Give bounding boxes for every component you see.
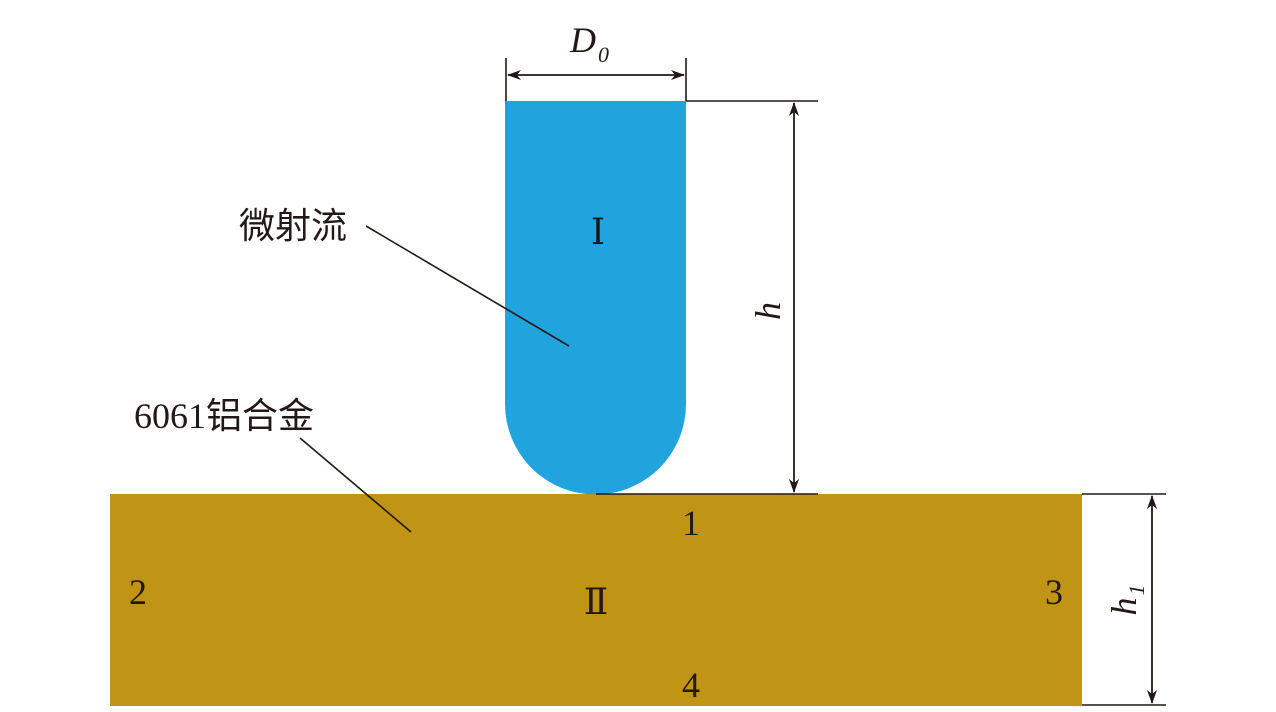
alloy-name-label: 6061铝合金: [134, 396, 314, 436]
region-alloy-label: Ⅱ: [584, 582, 608, 622]
boundary-bottom-label: 4: [682, 665, 700, 705]
boundary-left-label: 2: [129, 572, 147, 612]
thickness-label: h1: [1104, 585, 1149, 616]
boundary-right-label: 3: [1045, 572, 1063, 612]
diameter-label: D0: [569, 20, 609, 67]
jet-name-label: 微射流: [239, 206, 347, 246]
height-label: h: [748, 302, 788, 320]
diameter-dimension: D0: [505, 20, 687, 101]
region-jet-label: Ⅰ: [591, 212, 605, 252]
thickness-dimension: h1: [1082, 493, 1166, 706]
boundary-top-label: 1: [682, 503, 700, 543]
alloy-block: [110, 494, 1082, 706]
jet-leader-line: [365, 225, 570, 347]
microjet-body: [505, 101, 686, 495]
alloy-leader-line: [299, 437, 412, 533]
height-dimension: h: [596, 100, 818, 495]
